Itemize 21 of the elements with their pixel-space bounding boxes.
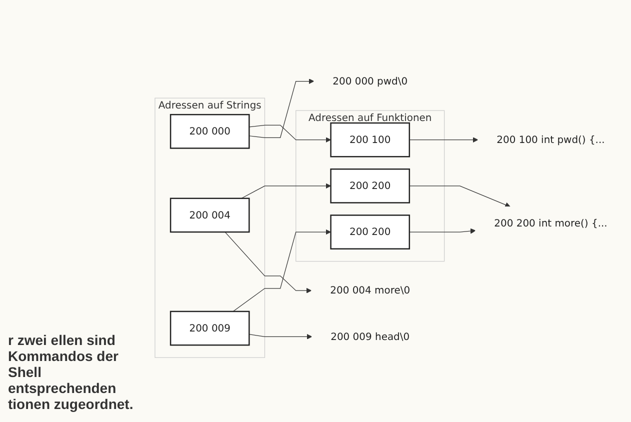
arrow [248,334,312,340]
node-text: 200 004 more\0 [330,284,410,296]
arrow [248,124,332,143]
arrow [224,232,312,294]
node-box: 200 200 [330,168,410,204]
arrow [241,183,332,199]
arrow [409,137,478,143]
caption: r zwei ellen sind Kommandos der Shell entsprechenden tionen zugeordnet. [8,332,134,412]
arrow [232,229,332,312]
node-box: 200 009 [170,310,250,346]
node-box: 200 100 [330,122,410,158]
node-text: 200 100 int pwd() {... [496,134,605,146]
arrow [248,78,314,138]
node-text: 200 200 int more() {... [494,217,608,230]
node-text: 200 009 head\0 [330,330,410,342]
arrow [409,228,476,234]
node-text: 200 000 pwd\0 [332,75,408,87]
arrow [409,186,510,208]
node-box: 200 000 [170,114,250,149]
node-box: 200 200 [330,214,410,250]
node-box: 200 004 [170,198,250,233]
